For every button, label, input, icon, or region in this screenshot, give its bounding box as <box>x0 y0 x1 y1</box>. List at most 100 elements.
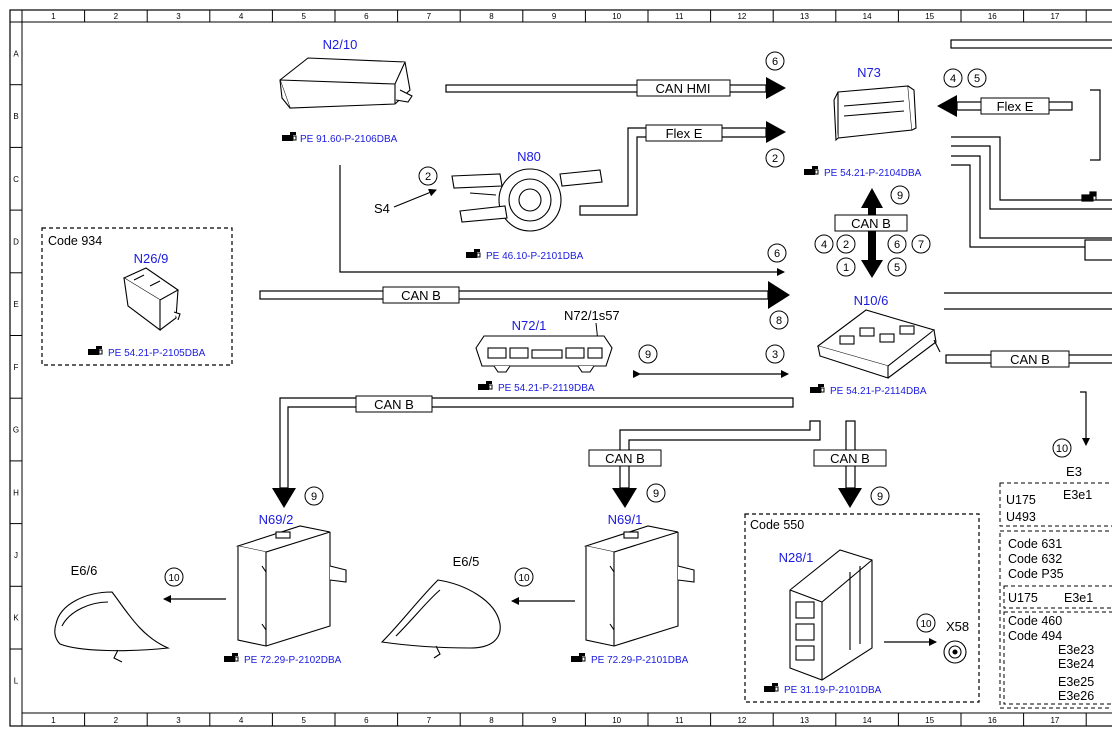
note-10-e3: 10 <box>1056 443 1068 455</box>
s4-label: S4 <box>374 201 390 216</box>
note-6-can-hmi: 6 <box>772 56 778 68</box>
can-b-n69-2-label: CAN B <box>374 397 414 412</box>
e3-label: E3 <box>1066 464 1082 479</box>
column-number: 2 <box>114 716 119 725</box>
component-e6-5[interactable]: E6/5 10 <box>380 554 575 659</box>
n2-10-ref-text: PE 91.60-P-2106DBA <box>300 134 398 145</box>
column-number: 4 <box>239 12 244 21</box>
n69-2-ref[interactable]: PE 72.29-P-2102DBA <box>223 652 342 666</box>
column-number: 4 <box>239 716 244 725</box>
hand-pointer-icon <box>281 131 297 142</box>
code-934-label: Code 934 <box>48 234 102 248</box>
module-n69-2[interactable]: 9 N69/2 PE 72.29-P-2102DBA <box>223 486 347 666</box>
note-10-e6-5: 10 <box>518 573 530 584</box>
hand-pointer-icon <box>1081 191 1097 202</box>
n73-label: N73 <box>857 65 881 80</box>
row-letter: A <box>13 49 19 58</box>
column-number: 15 <box>925 716 934 725</box>
can-b-n28-1-label: CAN B <box>830 451 870 466</box>
column-number: 11 <box>675 12 684 21</box>
e3-block2-line3: Code P35 <box>1008 567 1064 581</box>
n2-10-label: N2/10 <box>323 37 358 52</box>
e3-block4-r2: E3e24 <box>1058 657 1094 671</box>
n80-ref-text: PE 46.10-P-2101DBA <box>486 251 584 262</box>
n80-ref[interactable]: PE 46.10-P-2101DBA <box>465 248 584 262</box>
bus-can-b-main: CAN B 8 <box>259 281 790 330</box>
bus-can-hmi: CAN HMI 6 <box>445 51 786 99</box>
hand-pointer-icon <box>570 652 586 663</box>
component-e6-6[interactable]: E6/6 10 <box>54 563 226 663</box>
column-number: 1 <box>51 716 56 725</box>
n10-6-ref[interactable]: PE 54.21-P-2114DBA <box>809 383 927 397</box>
column-number: 3 <box>176 716 181 725</box>
e3-block1-line2: U493 <box>1006 510 1036 524</box>
can-b-vertical-label: CAN B <box>851 216 891 231</box>
can-b-right-label: CAN B <box>1010 352 1050 367</box>
n69-2-label: N69/2 <box>259 512 294 527</box>
e3-block4-line2: Code 494 <box>1008 629 1062 643</box>
column-number: 8 <box>489 12 494 21</box>
e3-code-panel: E3 U175 U493 E3e1 Code 631 Code 632 Code… <box>999 464 1112 709</box>
n10-6-label: N10/6 <box>854 293 889 308</box>
e3-block4-r4: E3e26 <box>1058 689 1094 703</box>
n28-1-ref[interactable]: PE 31.19-P-2101DBA <box>763 682 882 696</box>
row-letter: G <box>13 426 19 435</box>
n10-6-ref-text: PE 54.21-P-2114DBA <box>830 386 927 397</box>
n69-1-module-drawing <box>583 525 695 647</box>
n26-9-module-drawing <box>122 267 181 332</box>
row-letter: F <box>14 363 19 372</box>
line-n2-10-to-n10-6: 6 <box>339 165 787 276</box>
module-n26-9[interactable]: Code 934 N26/9 PE 54.21-P-2105DBA <box>41 227 233 366</box>
n26-9-label: N26/9 <box>134 251 169 266</box>
n28-1-label: N28/1 <box>779 550 814 565</box>
module-n69-1[interactable]: 9 N69/1 PE 72.29-P-2101DBA <box>570 483 695 666</box>
column-number: 9 <box>552 716 557 725</box>
note-3-link: 3 <box>772 349 778 361</box>
offpage-connectors-right <box>944 39 1112 310</box>
n69-1-ref[interactable]: PE 72.29-P-2101DBA <box>570 652 689 666</box>
note-4-n73: 4 <box>950 73 956 85</box>
flex-e-right-label: Flex E <box>997 99 1034 114</box>
column-number: 7 <box>427 716 432 725</box>
n69-2-ref-text: PE 72.29-P-2102DBA <box>244 655 342 666</box>
module-n2-10[interactable]: N2/10 PE 91.60-P-2106DBA <box>279 37 413 145</box>
n72-1-control-panel <box>475 335 613 373</box>
column-number: 8 <box>489 716 494 725</box>
e3-block2-line2: Code 632 <box>1008 552 1062 566</box>
n69-1-label: N69/1 <box>608 512 643 527</box>
column-number: 5 <box>301 12 306 21</box>
column-number: 7 <box>427 12 432 21</box>
bus-flex-e-right: Flex E <box>937 95 1073 117</box>
link-n72-1-n10-6: 9 3 <box>633 344 789 378</box>
column-number: 3 <box>176 12 181 21</box>
n2-10-ref[interactable]: PE 91.60-P-2106DBA <box>281 131 398 145</box>
x58-label: X58 <box>946 619 969 634</box>
note-5-d: 5 <box>894 262 900 274</box>
column-number: 17 <box>1050 12 1059 21</box>
n73-module-drawing <box>833 85 917 142</box>
module-n72-1[interactable]: N72/1 N72/1s57 PE 54.21-P-2119DBA <box>475 308 620 394</box>
n26-9-ref-text: PE 54.21-P-2105DBA <box>108 348 206 359</box>
column-number: 14 <box>863 716 872 725</box>
n26-9-ref[interactable]: PE 54.21-P-2105DBA <box>87 345 206 359</box>
module-n73[interactable]: N73 PE 54.21-P-2104DBA 4 5 <box>803 65 987 179</box>
n73-ref[interactable]: PE 54.21-P-2104DBA <box>803 165 922 179</box>
column-number: 10 <box>612 716 621 725</box>
column-number: 12 <box>737 716 746 725</box>
row-letter: D <box>13 237 19 246</box>
n10-6-module-drawing <box>816 309 941 379</box>
e3-block4-line1: Code 460 <box>1008 614 1062 628</box>
module-n10-6[interactable]: N10/6 PE 54.21-P-2114DBA <box>809 293 941 397</box>
note-9-n69-1: 9 <box>653 488 659 500</box>
e6-6-label: E6/6 <box>71 563 98 578</box>
row-letter: K <box>13 614 19 623</box>
code-550-label: Code 550 <box>750 518 804 532</box>
n72-1-ref[interactable]: PE 54.21-P-2119DBA <box>477 380 595 394</box>
column-number: 9 <box>552 12 557 21</box>
drawing-frame: 1122334455667788991010111112121313141415… <box>9 9 1112 727</box>
module-n80[interactable]: N80 2 S4 PE 46.10-P-2101DBA <box>374 149 603 262</box>
can-b-n69-1-label: CAN B <box>605 451 645 466</box>
e3-block3-left: U175 <box>1008 591 1038 605</box>
module-n28-1[interactable]: Code 550 9 N28/1 10 X58 PE 31.19-P-2101D… <box>744 486 980 703</box>
